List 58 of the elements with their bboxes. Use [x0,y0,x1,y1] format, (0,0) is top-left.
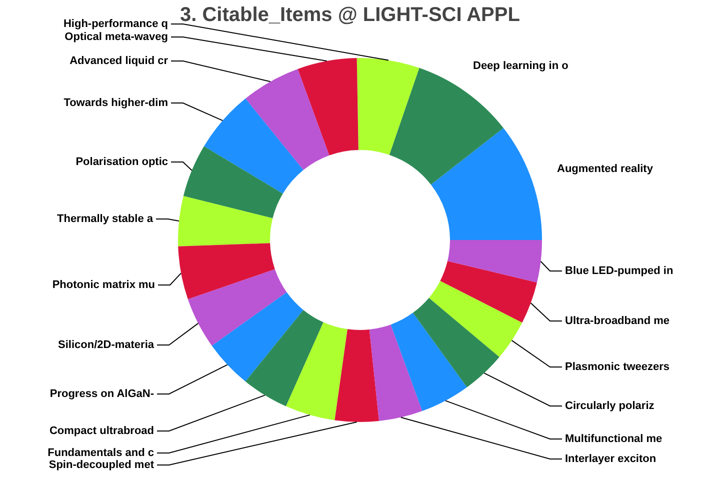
chart-title: 3. Citable_Items @ LIGHT-SCI APPL [180,4,520,27]
leader-line [156,322,199,346]
slice-label: Fundamentals and c [44,446,157,460]
donut-slice [178,196,273,246]
leader-line [156,394,266,432]
slice-label: Progress on AlGaN- [46,387,157,401]
leader-line [170,36,328,62]
leader-line [170,24,389,61]
leader-line [170,102,224,122]
slice-label: Deep learning in o [470,59,572,73]
slice-label: Multifunctional me [562,432,666,446]
donut-slice [212,292,304,382]
slice-label: Augmented reality [554,162,656,176]
donut-slice [286,322,348,420]
slice-label: Thermally stable a [54,212,156,226]
donut-slice [204,98,304,194]
donut-slice [334,329,380,422]
leader-line [540,260,562,272]
slice-label: High-performance q [60,17,171,31]
slice-label: Towards higher-dim [60,96,171,110]
leader-line [511,340,562,368]
leader-line [156,218,180,222]
slice-label: Interlayer exciton [562,452,660,466]
donut-slice [428,280,522,357]
leader-line [156,364,228,394]
donut-slice [440,261,537,323]
donut-slice [448,240,542,282]
donut-slice [298,58,358,156]
donut-slice [178,243,275,300]
leader-line [170,162,192,171]
leader-line [400,416,562,460]
slice-label: Advanced liquid cr [66,54,171,68]
slice-label: Compact ultrabroad [46,424,157,438]
donut-slice [412,298,500,388]
leader-line [158,272,182,286]
slice-label: Spin-decoupled met [46,458,157,472]
leader-line [484,372,562,406]
leader-line [156,421,358,466]
leader-line [530,302,562,322]
slice-label: Blue LED-pumped in [562,264,676,278]
leader-line [156,414,310,454]
donut-slice [188,269,287,346]
donut-slice [183,146,283,218]
donut-slice [369,324,422,421]
donut-slice [245,310,324,406]
slice-label: Silicon/2D-materia [55,338,157,352]
slice-label: Photonic matrix mu [49,278,158,292]
donut-slice [356,58,420,155]
donut-slice [245,68,330,170]
slice-label: Ultra-broadband me [562,314,673,328]
leader-line [170,60,271,82]
slice-label: Circularly polariz [562,399,658,413]
donut-slice [430,128,542,240]
slice-label: Polarisation optic [72,155,171,169]
donut-slice [390,312,467,412]
slice-label: Plasmonic tweezers [562,360,673,374]
slice-label: Optical meta-waveg [62,30,171,44]
leader-line [444,400,562,440]
